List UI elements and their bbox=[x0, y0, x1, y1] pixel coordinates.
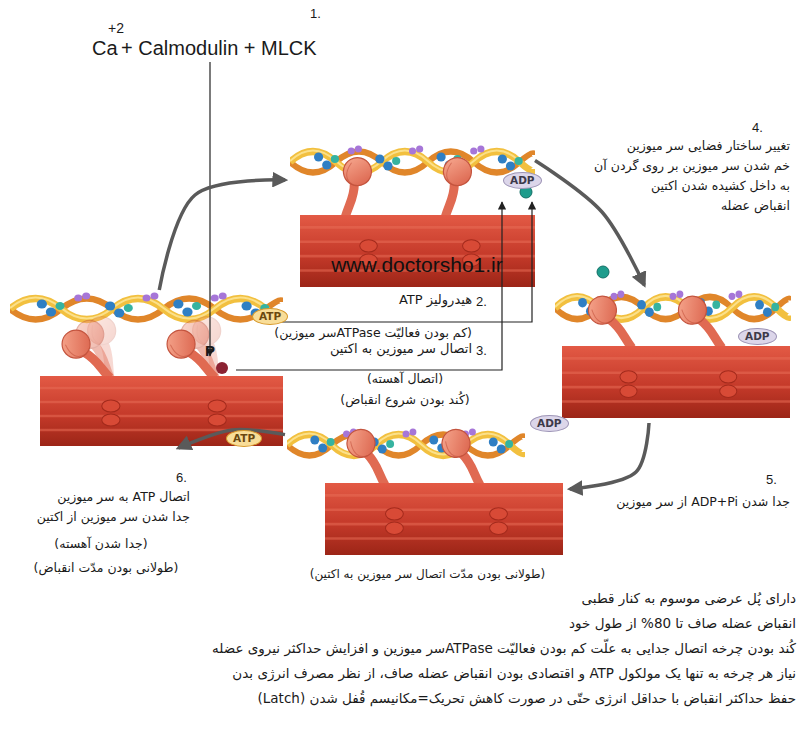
phosphate-dot bbox=[216, 362, 228, 374]
cycle-arrow bbox=[570, 423, 649, 489]
step-note: جدا شدن ADP+Pi از سر میوزین bbox=[560, 494, 790, 510]
charge-superscript: +2 bbox=[108, 20, 138, 38]
callout-number: 1. bbox=[310, 6, 334, 22]
step-note: جدا شدن سر میوزین از اکتین bbox=[6, 509, 190, 525]
phosphate-label: P bbox=[205, 342, 215, 361]
cycle-arrow bbox=[179, 430, 286, 448]
step-note: خم شدن سر میوزین بر روی گردن آن bbox=[530, 158, 790, 174]
cross-bridge-panel: ATPP bbox=[8, 290, 283, 448]
actin-filament bbox=[10, 293, 283, 320]
molecule-badge: ATP bbox=[252, 308, 288, 325]
leader-line bbox=[209, 62, 210, 356]
callout-number: 2. bbox=[476, 294, 498, 310]
ion-symbol: Ca bbox=[92, 36, 122, 61]
step-note: اتصال ATP به سر میوزین bbox=[6, 489, 190, 505]
leader-line bbox=[236, 202, 502, 370]
step-note: انقباض عضله bbox=[530, 198, 790, 214]
cross-bridge-panel: ADP bbox=[553, 285, 793, 423]
callout-number: 5. bbox=[766, 472, 790, 488]
cross-bridge-panel: (طولانی بودن مدّت اتصال سر میوزین به اکت… bbox=[285, 425, 570, 585]
summary-note: حفظ حداکثر انقباض با حداقل انرژی حتّی در… bbox=[4, 690, 796, 707]
step-note: (طولانی بودن مدّت انقباض) bbox=[6, 560, 206, 576]
step-note: (کُند بودن شروع انقباض) bbox=[290, 392, 520, 408]
actin-filament bbox=[287, 429, 525, 456]
step-note: هیدرولیز ATP bbox=[300, 292, 472, 308]
myosin-head bbox=[437, 424, 492, 492]
summary-note: انقباض عضله صاف تا 80% از طول خود bbox=[4, 615, 796, 632]
cycle-arrow bbox=[535, 161, 644, 286]
step-note: (اتصال آهسته) bbox=[320, 371, 490, 387]
myosin-head bbox=[342, 424, 397, 492]
summary-note: دارای پُل عرضی موسوم به کنار قطبی bbox=[4, 590, 796, 607]
myosin-head bbox=[431, 154, 474, 221]
summary-note: کُند بودن چرخه اتصال جدایی به علّت کم بو… bbox=[4, 640, 796, 657]
myosin-filament bbox=[562, 346, 790, 418]
molecule-badge: ADP bbox=[738, 328, 777, 345]
callout-number: 6. bbox=[176, 470, 200, 486]
myosin-head bbox=[331, 154, 374, 221]
step-note: اتصال سر میوزین به اکتین bbox=[280, 341, 472, 357]
actin-filament bbox=[290, 146, 535, 173]
step-note: (کم بودن فعالیّت ATPaseسر میوزین) bbox=[240, 325, 472, 341]
phosphate-circle bbox=[597, 266, 609, 278]
molecule-badge: ADP bbox=[530, 415, 569, 432]
callout-number: 4. bbox=[752, 120, 782, 136]
summary-note: نیاز هر چرخه به تنها یک مولکول ATP و اقت… bbox=[4, 665, 796, 682]
watermark: www.doctorsho1.ir bbox=[292, 252, 542, 278]
panel-caption: (طولانی بودن مدّت اتصال سر میوزین به اکت… bbox=[285, 567, 570, 582]
step-note: به داخل کشیده شدن اکتین bbox=[530, 178, 790, 194]
step-note: (جدا شدن آهسته) bbox=[6, 536, 196, 552]
myosin-filament bbox=[325, 483, 563, 555]
callout-number: 3. bbox=[476, 343, 498, 359]
molecule-badge: ADP bbox=[503, 172, 542, 189]
cycle-arrow bbox=[159, 180, 285, 290]
myosin-filament bbox=[300, 215, 535, 287]
step-note: تغییر ساختار فضایی سر میوزین bbox=[530, 138, 790, 154]
activator-formula: + Calmodulin + MLCK bbox=[121, 36, 361, 61]
